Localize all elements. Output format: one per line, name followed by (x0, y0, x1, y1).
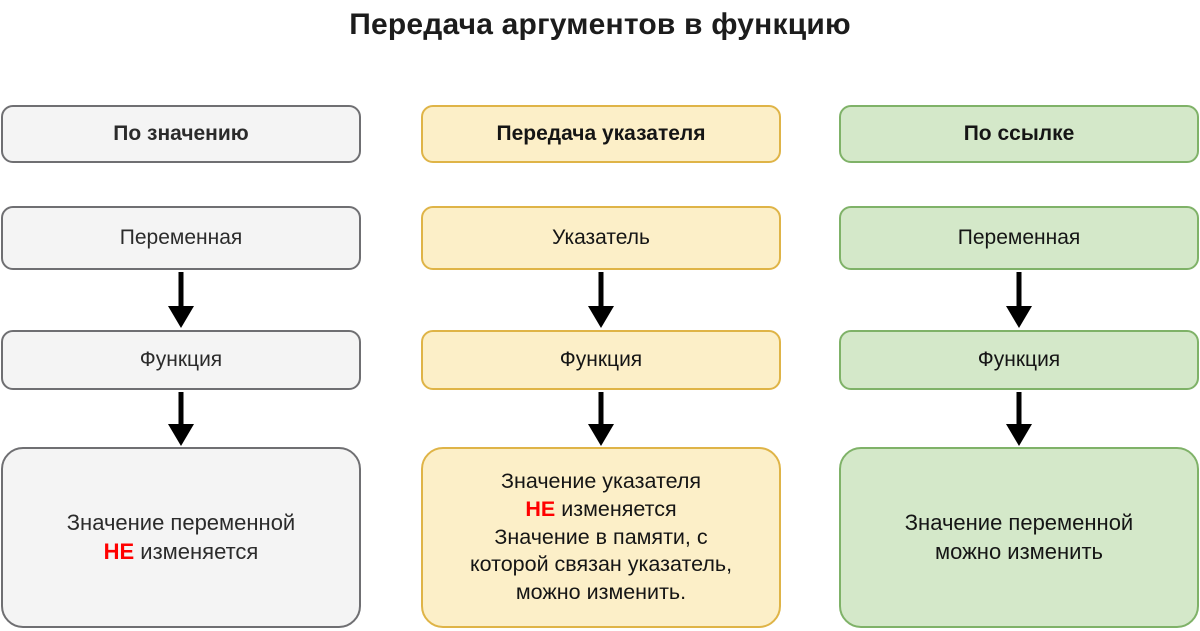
column-header-by-reference[interactable]: По ссылке (839, 105, 1199, 163)
node-function-by-reference[interactable]: Функция (839, 330, 1199, 390)
node-function-by-pointer[interactable]: Функция (421, 330, 781, 390)
result-negation: НЕ (103, 538, 135, 564)
result-line-1: Значение переменной (66, 510, 296, 536)
arrow-head (588, 424, 614, 446)
result-negation: НЕ (525, 496, 556, 521)
arrow-shaft (598, 272, 604, 308)
column-header-by-pointer[interactable]: Передача указателя (421, 105, 781, 163)
arrow-shaft (178, 392, 184, 426)
page-title: Передача аргументов в функцию (349, 8, 851, 41)
result-line-1: Значение переменной (904, 510, 1134, 536)
result-line-3: Значение в памяти, с (494, 524, 708, 549)
arrow-shaft (598, 392, 604, 426)
arrow-shaft (178, 272, 184, 308)
arrow-down-icon (166, 272, 196, 328)
arrow-head (588, 306, 614, 328)
column-by-pointer: Передача указателя Указатель Функция Зна… (420, 0, 782, 631)
column-by-reference: По ссылке Переменная Функция Значение пе… (838, 0, 1200, 631)
node-variable-by-reference[interactable]: Переменная (839, 206, 1199, 270)
arrow-head (1006, 424, 1032, 446)
arrow-down-icon (1004, 392, 1034, 446)
result-line-2: изменяется (134, 538, 259, 564)
arrow-down-icon (1004, 272, 1034, 328)
arrow-head (168, 424, 194, 446)
node-result-by-pointer[interactable]: Значение указателя НЕ изменяется Значени… (421, 447, 781, 628)
result-line-1: Значение указателя (500, 468, 702, 493)
arrow-down-icon (586, 392, 616, 446)
arrow-head (168, 306, 194, 328)
node-variable-by-value[interactable]: Переменная (1, 206, 361, 270)
node-pointer[interactable]: Указатель (421, 206, 781, 270)
result-line-4: которой связан указатель, (469, 552, 733, 577)
node-function-by-value[interactable]: Функция (1, 330, 361, 390)
result-line-2: можно изменить (934, 538, 1104, 564)
node-result-by-value[interactable]: Значение переменной НЕ изменяется (1, 447, 361, 628)
node-result-by-reference[interactable]: Значение переменной можно изменить (839, 447, 1199, 628)
column-by-value: По значению Переменная Функция Значение … (0, 0, 362, 631)
result-line-2: изменяется (555, 496, 677, 521)
arrow-down-icon (166, 392, 196, 446)
arrow-shaft (1016, 272, 1022, 308)
arrow-shaft (1016, 392, 1022, 426)
column-header-by-value[interactable]: По значению (1, 105, 361, 163)
result-line-5: можно изменить. (515, 580, 687, 605)
arrow-head (1006, 306, 1032, 328)
arrow-down-icon (586, 272, 616, 328)
